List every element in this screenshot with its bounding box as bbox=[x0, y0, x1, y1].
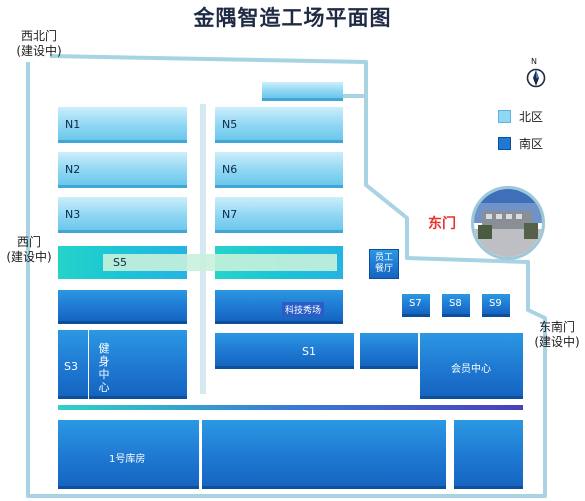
page-title: 金隅智造工场平面图 bbox=[193, 6, 392, 30]
northwest-gate-status: (建设中) bbox=[16, 44, 62, 58]
south-road-stripe bbox=[58, 405, 523, 410]
building-n5-label: N5 bbox=[222, 118, 238, 131]
west-gate-name: 西门 bbox=[16, 235, 41, 249]
building-s1-label: S1 bbox=[302, 345, 316, 358]
building-n2[interactable]: N2 bbox=[58, 152, 187, 185]
south-block-left[interactable] bbox=[58, 290, 187, 321]
building-s7-label: S7 bbox=[409, 298, 422, 309]
member-center[interactable]: 会员中心 bbox=[420, 333, 523, 396]
building-n1-label: N1 bbox=[65, 118, 81, 131]
compass-icon bbox=[526, 68, 546, 88]
legend-north-label: 北区 bbox=[519, 110, 544, 124]
gym-center-char2: 身 bbox=[98, 355, 110, 368]
tech-show-label: 科技秀场 bbox=[282, 302, 325, 317]
building-n1[interactable]: N1 bbox=[58, 107, 187, 140]
building-n3-label: N3 bbox=[65, 208, 81, 221]
warehouse-1-label: 1号库房 bbox=[109, 454, 146, 465]
building-n6[interactable]: N6 bbox=[215, 152, 343, 185]
south-block-mid[interactable] bbox=[360, 333, 418, 366]
east-gate-photo-image bbox=[474, 189, 542, 257]
west-gate-status: (建设中) bbox=[6, 250, 52, 264]
boundary-road bbox=[26, 54, 547, 498]
warehouse-1[interactable]: 1号库房 bbox=[58, 420, 199, 486]
east-gate-label[interactable]: 东门 bbox=[428, 216, 456, 232]
building-s7[interactable]: S7 bbox=[402, 294, 430, 314]
tech-show-block[interactable]: 科技秀场 bbox=[215, 290, 343, 321]
warehouse-2[interactable] bbox=[202, 420, 446, 486]
building-n7[interactable]: N7 bbox=[215, 197, 343, 230]
building-n7-label: N7 bbox=[222, 208, 238, 221]
gym-center-char1: 健 bbox=[98, 342, 110, 355]
building-s5-banner[interactable] bbox=[103, 254, 337, 271]
central-avenue bbox=[200, 104, 206, 394]
building-s3[interactable]: S3 bbox=[58, 330, 88, 396]
building-s1[interactable]: S1 bbox=[215, 333, 354, 366]
west-gate-label[interactable]: 西门 (建设中) bbox=[0, 235, 58, 265]
building-n3[interactable]: N3 bbox=[58, 197, 187, 230]
building-s3-label: S3 bbox=[64, 360, 78, 373]
gym-center[interactable]: 健 身 中 心 bbox=[89, 330, 187, 396]
member-center-label: 会员中心 bbox=[451, 364, 491, 375]
building-n2-label: N2 bbox=[65, 163, 81, 176]
east-gate-photo[interactable] bbox=[471, 186, 545, 260]
staff-canteen-line2: 餐厅 bbox=[374, 264, 393, 274]
building-n6-label: N6 bbox=[222, 163, 238, 176]
southeast-gate-status: (建设中) bbox=[534, 335, 580, 349]
southeast-gate-label[interactable]: 东南门 (建设中) bbox=[526, 320, 585, 350]
building-n5[interactable]: N5 bbox=[215, 107, 343, 140]
building-s8-label: S8 bbox=[449, 298, 462, 309]
north-small-block[interactable] bbox=[262, 82, 343, 98]
staff-canteen[interactable]: 员工 餐厅 bbox=[369, 249, 399, 279]
northwest-gate-name: 西北门 bbox=[20, 29, 57, 43]
building-s9[interactable]: S9 bbox=[482, 294, 510, 314]
warehouse-3[interactable] bbox=[454, 420, 523, 486]
southeast-gate-name: 东南门 bbox=[538, 320, 575, 334]
compass-label: N bbox=[531, 57, 537, 66]
northwest-gate-label[interactable]: 西北门 (建设中) bbox=[5, 29, 73, 59]
staff-canteen-line1: 员工 bbox=[374, 253, 393, 263]
building-s8[interactable]: S8 bbox=[442, 294, 470, 314]
gym-center-char3: 中 bbox=[98, 368, 110, 381]
building-s5-label: S5 bbox=[113, 256, 127, 269]
gym-center-char4: 心 bbox=[98, 381, 110, 394]
legend-south-swatch bbox=[498, 137, 511, 150]
legend-north-swatch bbox=[498, 110, 511, 123]
building-s9-label: S9 bbox=[489, 298, 502, 309]
legend-south-label: 南区 bbox=[519, 137, 544, 151]
